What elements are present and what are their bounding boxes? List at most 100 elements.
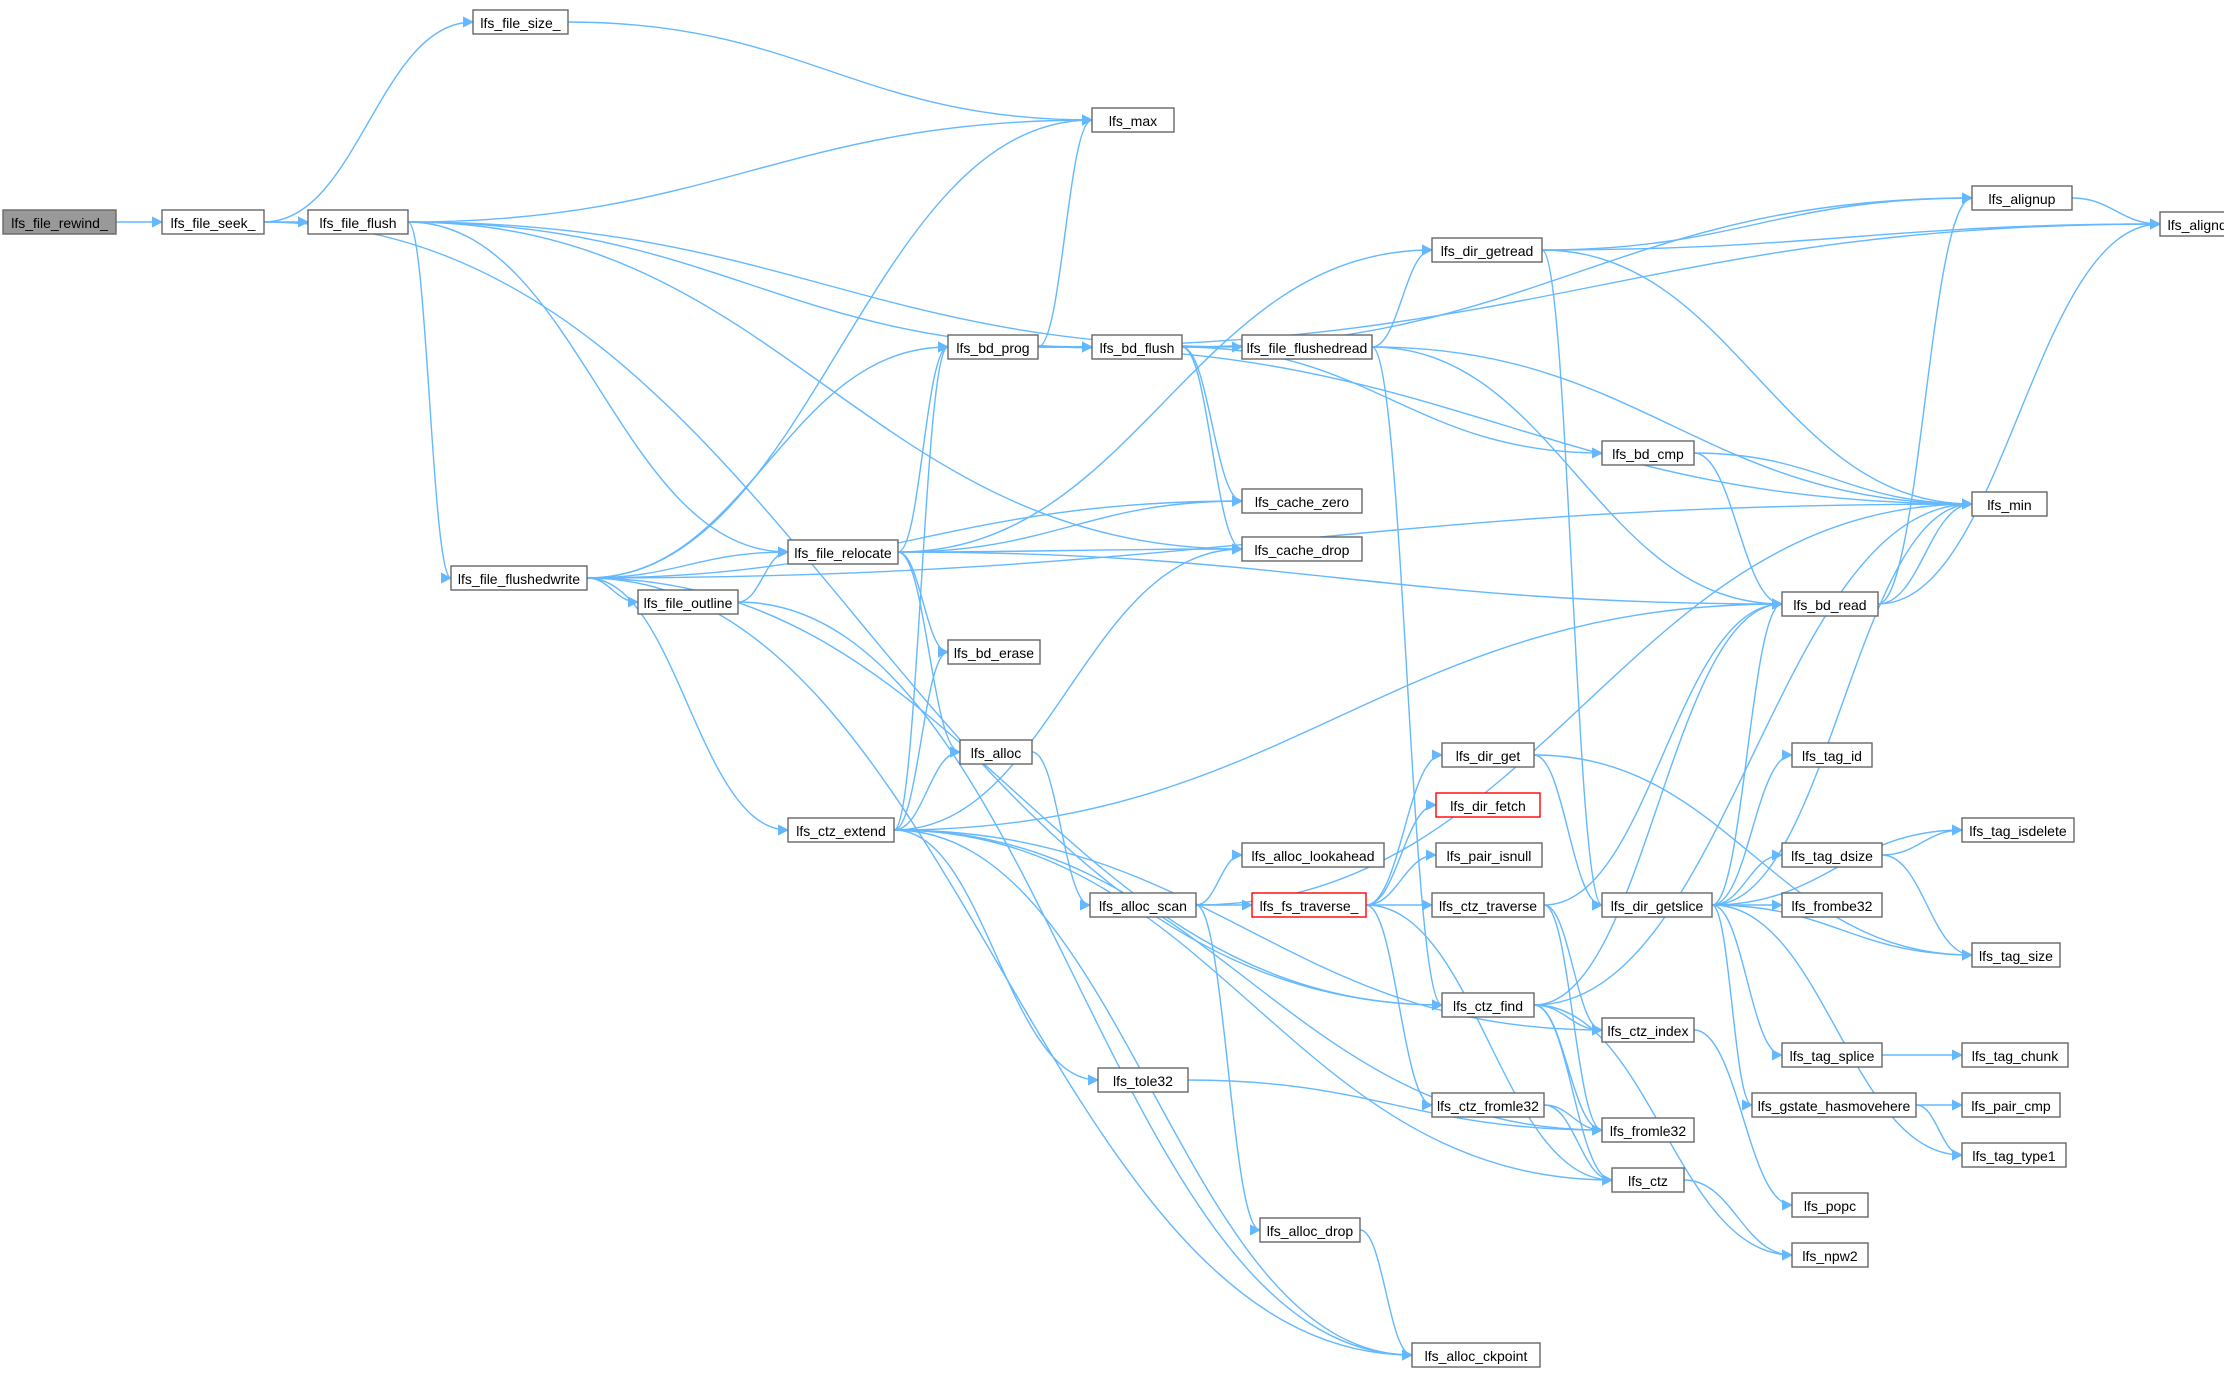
edge-fs-traverse-to-ctz bbox=[1365, 904, 1614, 1186]
node-min[interactable]: lfs_min bbox=[1971, 491, 2048, 517]
edge-bd-read-to-min bbox=[1877, 498, 1974, 605]
edge-bd-cmp-to-bd-read bbox=[1693, 452, 1784, 610]
node-box bbox=[1971, 491, 2048, 517]
edge-flushedwrite-to-ctz-find bbox=[586, 577, 1444, 1011]
node-label: lfs_dir_getread bbox=[1441, 243, 1534, 259]
node-ctz[interactable]: lfs_ctz bbox=[1611, 1167, 1685, 1193]
node-label: lfs_file_size_ bbox=[480, 15, 560, 31]
node-bd-read[interactable]: lfs_bd_read bbox=[1781, 591, 1879, 617]
node-tag-dsize[interactable]: lfs_tag_dsize bbox=[1781, 842, 1883, 868]
node-tag-isdelete[interactable]: lfs_tag_isdelete bbox=[1961, 817, 2075, 843]
edge-ctz-extend-to-bd-prog bbox=[893, 341, 950, 831]
edge-layer bbox=[116, 16, 2162, 1361]
node-alloc[interactable]: lfs_alloc bbox=[959, 739, 1033, 765]
node-box bbox=[1781, 892, 1883, 918]
node-flushedwrite[interactable]: lfs_file_flushedwrite bbox=[450, 565, 588, 591]
node-label: lfs_cache_zero bbox=[1255, 494, 1349, 510]
node-box bbox=[161, 209, 265, 235]
edge-gstate-hasmovehere-to-tag-type1 bbox=[1915, 1104, 1964, 1161]
edge-bd-read-to-aligndown bbox=[1877, 218, 2162, 605]
node-label: lfs_tag_size bbox=[1979, 948, 2053, 964]
edge-ctz-to-npw2 bbox=[1683, 1179, 1794, 1261]
node-seek[interactable]: lfs_file_seek_ bbox=[161, 209, 265, 235]
node-alignup[interactable]: lfs_alignup bbox=[1971, 185, 2073, 211]
edge-relocate-to-alloc bbox=[897, 551, 962, 758]
node-popc[interactable]: lfs_popc bbox=[1791, 1192, 1869, 1218]
node-dir-getslice[interactable]: lfs_dir_getslice bbox=[1601, 892, 1713, 918]
node-alloc-drop[interactable]: lfs_alloc_drop bbox=[1259, 1217, 1361, 1243]
node-fs-traverse[interactable]: lfs_fs_traverse_ bbox=[1251, 892, 1367, 918]
node-dir-get[interactable]: lfs_dir_get bbox=[1441, 742, 1535, 768]
node-bd-flush[interactable]: lfs_bd_flush bbox=[1091, 334, 1183, 360]
node-label: lfs_ctz_extend bbox=[796, 823, 886, 839]
node-tag-size[interactable]: lfs_tag_size bbox=[1971, 942, 2061, 968]
edge-ctz-extend-to-fromle32 bbox=[893, 829, 1604, 1136]
node-box bbox=[1251, 892, 1367, 918]
node-box bbox=[1781, 842, 1883, 868]
node-max[interactable]: lfs_max bbox=[1091, 107, 1175, 133]
node-flushedread[interactable]: lfs_file_flushedread bbox=[1241, 334, 1373, 360]
node-aligndown[interactable]: lfs_aligndown bbox=[2159, 211, 2224, 237]
edge-size-to-max bbox=[567, 21, 1094, 126]
node-tag-chunk[interactable]: lfs_tag_chunk bbox=[1961, 1042, 2069, 1068]
node-label: lfs_tole32 bbox=[1113, 1073, 1173, 1089]
edge-dir-get-to-dir-getslice bbox=[1533, 754, 1604, 911]
node-ctz-traverse[interactable]: lfs_ctz_traverse bbox=[1431, 892, 1545, 918]
edge-ctz-extend-to-bd-erase bbox=[893, 646, 950, 831]
node-dir-fetch[interactable]: lfs_dir_fetch bbox=[1435, 792, 1541, 818]
node-box bbox=[1259, 1217, 1361, 1243]
node-label: lfs_tag_isdelete bbox=[1969, 823, 2067, 839]
node-bd-erase[interactable]: lfs_bd_erase bbox=[947, 639, 1041, 665]
node-box bbox=[637, 589, 739, 615]
edge-bd-flush-to-cache-zero bbox=[1181, 346, 1244, 507]
node-gstate-hasmovehere[interactable]: lfs_gstate_hasmovehere bbox=[1751, 1092, 1917, 1118]
node-tole32[interactable]: lfs_tole32 bbox=[1097, 1067, 1189, 1093]
node-dir-getread[interactable]: lfs_dir_getread bbox=[1431, 237, 1543, 263]
node-npw2[interactable]: lfs_npw2 bbox=[1791, 1242, 1869, 1268]
node-frombe32[interactable]: lfs_frombe32 bbox=[1781, 892, 1883, 918]
node-rewind[interactable]: lfs_file_rewind_ bbox=[2, 209, 117, 235]
node-label: lfs_file_relocate bbox=[794, 545, 891, 561]
node-label: lfs_pair_cmp bbox=[1971, 1098, 2051, 1114]
node-label: lfs_alloc_ckpoint bbox=[1425, 1348, 1528, 1364]
node-pair-cmp[interactable]: lfs_pair_cmp bbox=[1961, 1092, 2061, 1118]
node-box bbox=[1431, 892, 1545, 918]
edge-ctz-traverse-to-bd-read bbox=[1543, 598, 1784, 906]
node-flush[interactable]: lfs_file_flush bbox=[307, 209, 409, 235]
node-label: lfs_min bbox=[1987, 497, 2031, 513]
node-tag-id[interactable]: lfs_tag_id bbox=[1791, 742, 1873, 768]
edge-bd-prog-to-aligndown bbox=[1037, 218, 2162, 348]
node-box bbox=[450, 565, 588, 591]
node-label: lfs_popc bbox=[1804, 1198, 1856, 1214]
node-bd-cmp[interactable]: lfs_bd_cmp bbox=[1601, 440, 1695, 466]
node-bd-prog[interactable]: lfs_bd_prog bbox=[947, 334, 1039, 360]
node-box bbox=[1751, 1092, 1917, 1118]
edge-tag-dsize-to-tag-size bbox=[1881, 854, 1974, 961]
node-box bbox=[1791, 1242, 1869, 1268]
node-box bbox=[787, 817, 895, 843]
node-ctz-fromle32[interactable]: lfs_ctz_fromle32 bbox=[1431, 1092, 1545, 1118]
node-cache-zero[interactable]: lfs_cache_zero bbox=[1241, 488, 1363, 514]
node-relocate[interactable]: lfs_file_relocate bbox=[787, 539, 899, 565]
node-size[interactable]: lfs_file_size_ bbox=[472, 9, 569, 35]
edge-ctz-find-to-ctz bbox=[1533, 1004, 1614, 1186]
node-fromle32[interactable]: lfs_fromle32 bbox=[1601, 1117, 1695, 1143]
node-pair-isnull[interactable]: lfs_pair_isnull bbox=[1435, 842, 1543, 868]
node-tag-type1[interactable]: lfs_tag_type1 bbox=[1961, 1142, 2067, 1168]
node-outline[interactable]: lfs_file_outline bbox=[637, 589, 739, 615]
node-alloc-lookahead[interactable]: lfs_alloc_lookahead bbox=[1241, 842, 1385, 868]
edge-flush-to-max bbox=[407, 114, 1094, 223]
node-ctz-extend[interactable]: lfs_ctz_extend bbox=[787, 817, 895, 843]
node-alloc-scan[interactable]: lfs_alloc_scan bbox=[1089, 892, 1197, 918]
node-alloc-ckpoint[interactable]: lfs_alloc_ckpoint bbox=[1411, 1342, 1541, 1368]
node-ctz-find[interactable]: lfs_ctz_find bbox=[1441, 992, 1535, 1018]
edge-flushedwrite-to-alloc-ckpoint bbox=[586, 577, 1414, 1361]
node-tag-splice[interactable]: lfs_tag_splice bbox=[1781, 1042, 1883, 1068]
edge-ctz-extend-to-alloc bbox=[893, 746, 962, 831]
node-cache-drop[interactable]: lfs_cache_drop bbox=[1241, 536, 1363, 562]
edge-relocate-to-dir-getread bbox=[897, 244, 1434, 553]
node-ctz-index[interactable]: lfs_ctz_index bbox=[1601, 1017, 1695, 1043]
edge-seek-to-size bbox=[263, 16, 475, 223]
node-box bbox=[1781, 591, 1879, 617]
edge-flush-to-flushedwrite bbox=[407, 221, 453, 584]
